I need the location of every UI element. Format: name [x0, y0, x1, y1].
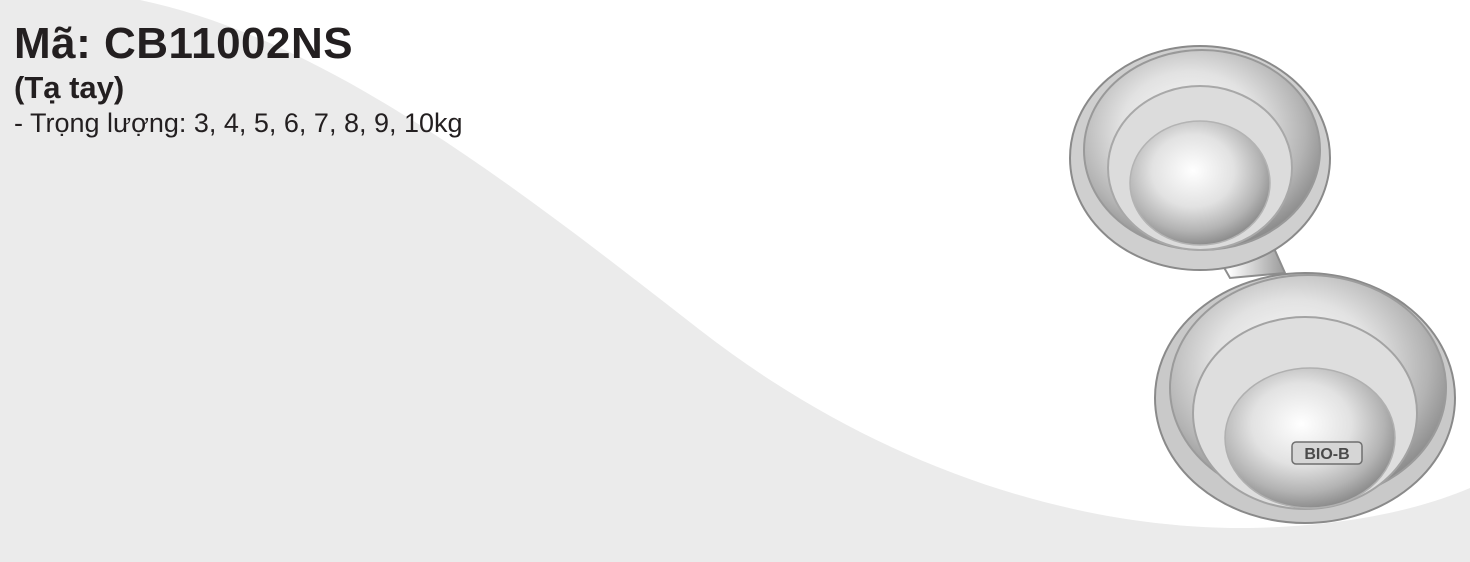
svg-text:BIO-B: BIO-B [1304, 446, 1349, 463]
product-info: Mã: CB11002NS (Tạ tay) - Trọng lượng: 3,… [14, 18, 463, 140]
chrome-dumbbell-icon: BIO-B [1069, 45, 1456, 524]
upper-weight-plates [1069, 45, 1331, 271]
brand-logo: BIO-B [1291, 441, 1363, 465]
lower-weight-plates [1154, 272, 1456, 524]
product-name: (Tạ tay) [14, 70, 125, 105]
product-weights-spec: - Trọng lượng: 3, 4, 5, 6, 7, 8, 9, 10kg [14, 108, 463, 138]
product-code-title: Mã: CB11002NS [14, 19, 354, 68]
